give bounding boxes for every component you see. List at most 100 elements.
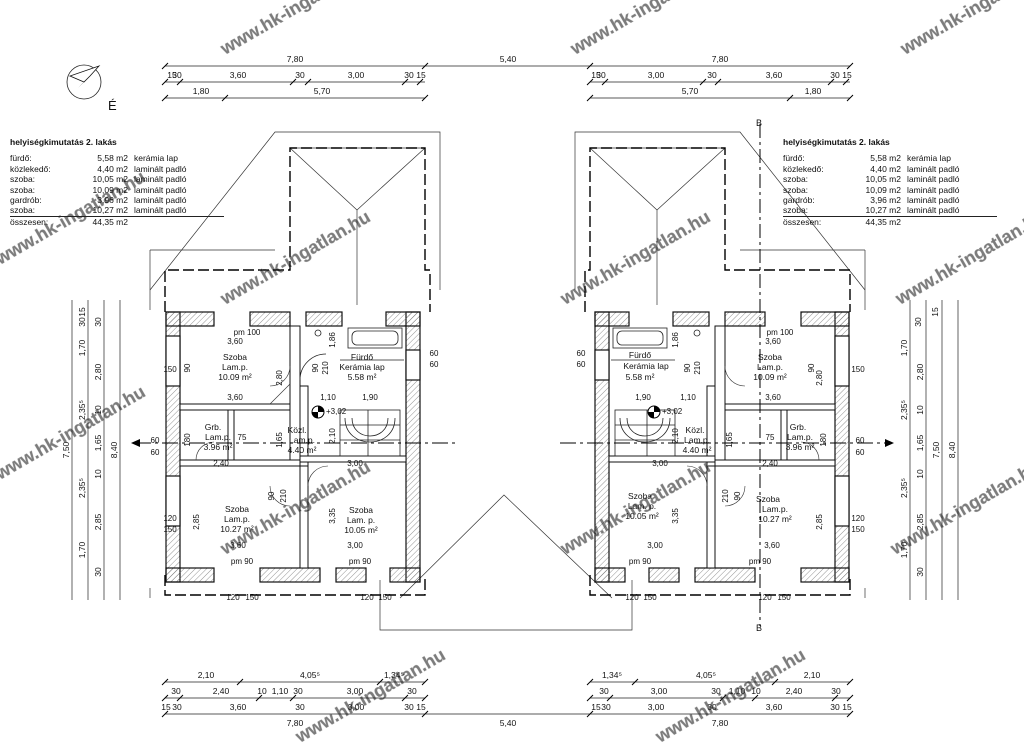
dimension-label: 3,00 — [347, 541, 363, 550]
room-area: 5.58 m² — [626, 372, 655, 382]
room-area: 5.58 m² — [348, 372, 377, 382]
dimension-label: 15 — [77, 307, 87, 317]
room-schedule-left: helyiségkimutatás 2. lakás fürdő:5,58 m2… — [10, 137, 224, 227]
dimension-label: 30 — [172, 702, 182, 712]
dimension-label: 60 — [577, 360, 586, 369]
dimension-label: 60 — [856, 436, 865, 445]
dimension-label: 150 — [245, 593, 259, 602]
room-area: 10.27 m² — [758, 514, 792, 524]
dimension-label: 2,85 — [815, 514, 824, 530]
dimension-label: 15 — [591, 702, 601, 712]
dimension-label: 150 — [851, 365, 865, 374]
section-mark: B — [756, 623, 762, 633]
dimension-label: 30 — [707, 702, 717, 712]
dimension-label: 5,40 — [500, 54, 517, 64]
dimension-label: 3,00 — [348, 702, 365, 712]
schedule-total: összesen:44,35 m2 — [10, 215, 224, 227]
schedule-title: helyiségkimutatás 2. lakás — [10, 137, 117, 147]
dimension-label: 120 — [226, 593, 240, 602]
dimension-label: pm 100 — [234, 328, 261, 337]
dimension-label: 60 — [151, 436, 160, 445]
room-area: 10.27 m² — [220, 524, 254, 534]
section-mark: B — [756, 118, 762, 128]
dimension-label: 180 — [819, 433, 828, 447]
dimension-label: 60 — [577, 349, 586, 358]
room-finish: Lam.p. — [757, 362, 783, 372]
watermark-text: www.hk-ingatlan.hu — [216, 206, 374, 308]
dimension-label: 2,80 — [915, 363, 925, 380]
dimension-label: 30 — [711, 686, 721, 696]
dimension-label: 75 — [238, 433, 247, 442]
dimension-label: 15 — [591, 70, 601, 80]
dimension-label: 150 — [851, 525, 865, 534]
dimension-label: 30 — [407, 686, 417, 696]
level-mark: +3,02 — [326, 407, 347, 416]
dimension-label: 120 — [625, 593, 639, 602]
dimension-label: 30 — [77, 317, 87, 327]
dimension-label: 90 — [311, 363, 320, 372]
dimension-label: 2,80 — [93, 363, 103, 380]
dimension-label: 1,70 — [77, 339, 87, 356]
watermark-text: www.hk-ingatlan.hu — [886, 456, 1024, 558]
room-name: Közl. — [288, 425, 307, 435]
dimension-label: 7,80 — [287, 54, 304, 64]
room-finish: Lam.p. — [787, 432, 813, 442]
dimension-label: 2,40 — [213, 459, 229, 468]
dimension-label: 75 — [766, 433, 775, 442]
dimension-label: 2,10 — [328, 428, 337, 444]
dimension-label: 15 — [161, 702, 171, 712]
room-area: 10.09 m² — [753, 372, 787, 382]
dimension-label: 2,40 — [762, 459, 778, 468]
dimension-label: 10 — [257, 686, 267, 696]
dimension-label: 1,10 — [272, 686, 289, 696]
level-marker-icon — [311, 405, 325, 419]
dimension-label: 180 — [183, 433, 192, 447]
dimension-label: pm 90 — [231, 557, 254, 566]
compass-label: É — [108, 98, 117, 113]
room-schedule-right: helyiségkimutatás 2. lakás fürdő:5,58 m2… — [783, 137, 997, 227]
dimension-label: 15 — [416, 70, 426, 80]
dimension-label: 2,35⁵ — [899, 400, 909, 420]
dimension-label: 5,70 — [682, 86, 699, 96]
dimension-label: 3,60 — [764, 541, 780, 550]
dimension-label: 2,85 — [915, 513, 925, 530]
dimension-label: 30 — [93, 567, 103, 577]
dimension-label: 30 — [831, 686, 841, 696]
dimension-label: 1,86 — [328, 332, 337, 348]
dimension-label: 7,80 — [712, 54, 729, 64]
watermark-text: www.hk-ingatlan.hu — [216, 0, 374, 59]
dimension-label: 30 — [913, 317, 923, 327]
dimension-label: 10 — [93, 405, 103, 415]
dimension-label: 60 — [430, 360, 439, 369]
dimension-label: 1,90 — [635, 393, 651, 402]
dimension-label: 30 — [707, 70, 717, 80]
watermark-text: www.hk-ingatlan.hu — [291, 644, 449, 743]
dimension-label: 7,50 — [61, 441, 71, 458]
dimension-label: 1,65 — [93, 434, 103, 451]
room-finish: Lam.p. — [289, 435, 315, 445]
dimension-label: pm 90 — [629, 557, 652, 566]
dimension-label: 3,00 — [648, 702, 665, 712]
dimension-label: 90 — [267, 491, 276, 500]
dimension-label: 3,60 — [766, 70, 783, 80]
dimension-label: 3,00 — [647, 541, 663, 550]
room-name: Szoba — [223, 352, 247, 362]
dimension-label: 150 — [163, 525, 177, 534]
level-marker-icon — [647, 405, 661, 419]
dimension-label: 30 — [295, 70, 305, 80]
dimension-label: 10 — [751, 686, 761, 696]
dimension-label: 8,40 — [109, 441, 119, 458]
dimension-label: 30 — [295, 702, 305, 712]
dimension-label: 60 — [151, 448, 160, 457]
dimension-label: 1,70 — [899, 339, 909, 356]
room-finish: Lam.p. — [224, 514, 250, 524]
dimension-label: 1,65 — [725, 432, 734, 448]
